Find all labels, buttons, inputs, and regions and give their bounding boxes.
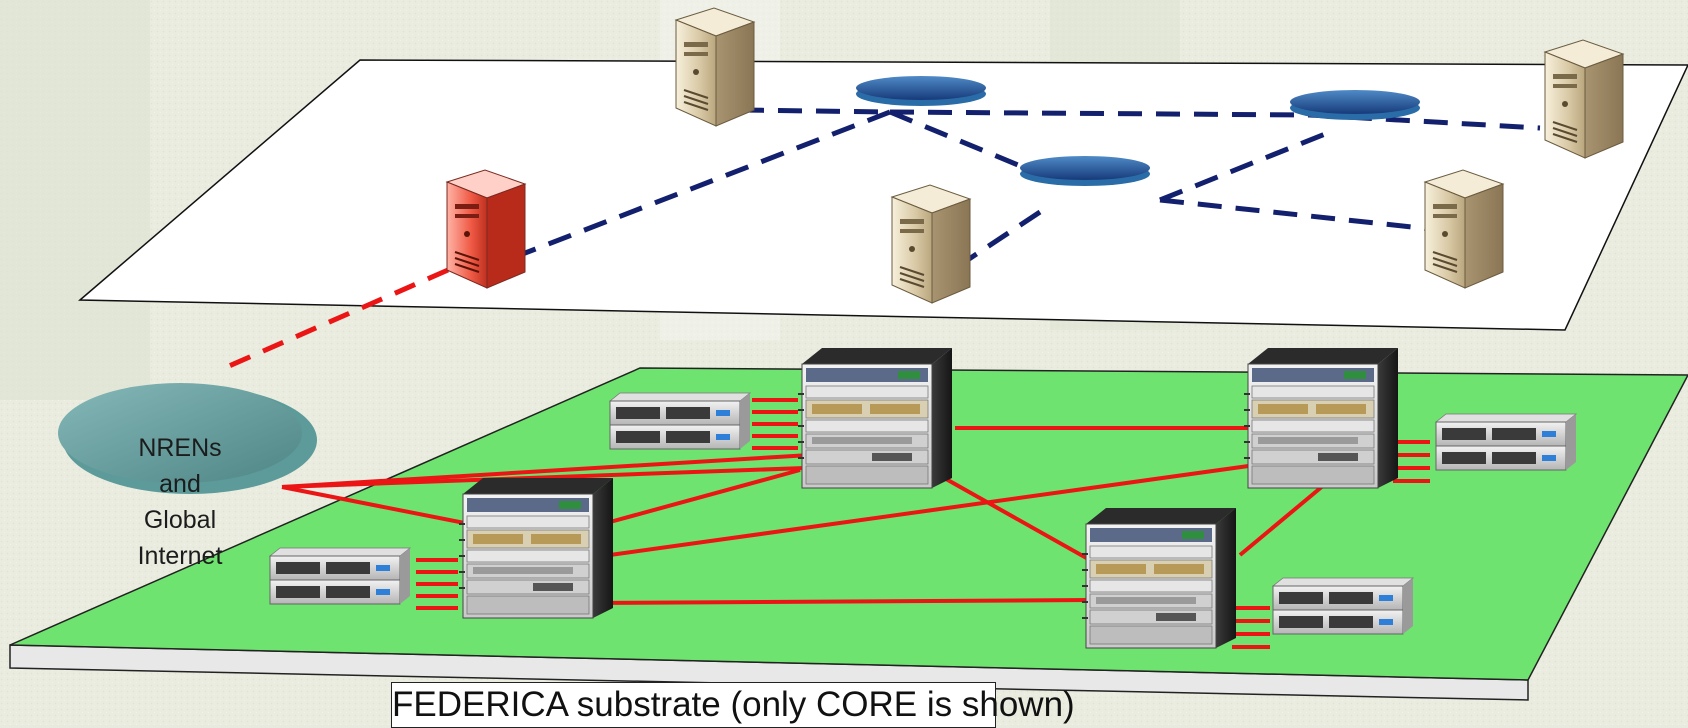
host-server-icon <box>609 392 751 450</box>
virtual-server-icon <box>675 7 755 127</box>
core-router-icon <box>797 347 953 489</box>
nren-cloud <box>58 383 317 494</box>
physical-links <box>281 426 1332 605</box>
slice-link <box>519 109 891 258</box>
substrate-caption: FEDERICA substrate (only CORE is shown) <box>391 682 1075 728</box>
slice-link <box>1159 197 1441 233</box>
host-server-icon <box>1435 413 1577 471</box>
slice-link <box>889 109 1311 118</box>
core-router-icon <box>1243 347 1399 489</box>
virtual-router-disk <box>1290 90 1420 120</box>
virtual-server-icon <box>891 184 971 304</box>
virtual-server-icon <box>1544 39 1624 159</box>
slice-link <box>958 209 1042 268</box>
host-server-icon <box>269 547 411 605</box>
virtual-router-disk <box>856 76 986 106</box>
host-server-icon <box>1272 577 1414 635</box>
virtual-server-icon <box>1424 169 1504 289</box>
virtual-router-disk <box>1020 156 1150 186</box>
slice-link <box>1159 127 1336 203</box>
core-router-icon <box>1081 507 1237 649</box>
gateway-server-icon <box>446 169 526 289</box>
host-link-stubs <box>416 398 1430 649</box>
slice-link <box>889 109 1036 175</box>
slice-link <box>739 107 891 115</box>
nren-cloud-label: NRENs and Global Internet <box>137 434 223 570</box>
external-link <box>218 267 450 373</box>
core-router-icon <box>458 477 614 619</box>
